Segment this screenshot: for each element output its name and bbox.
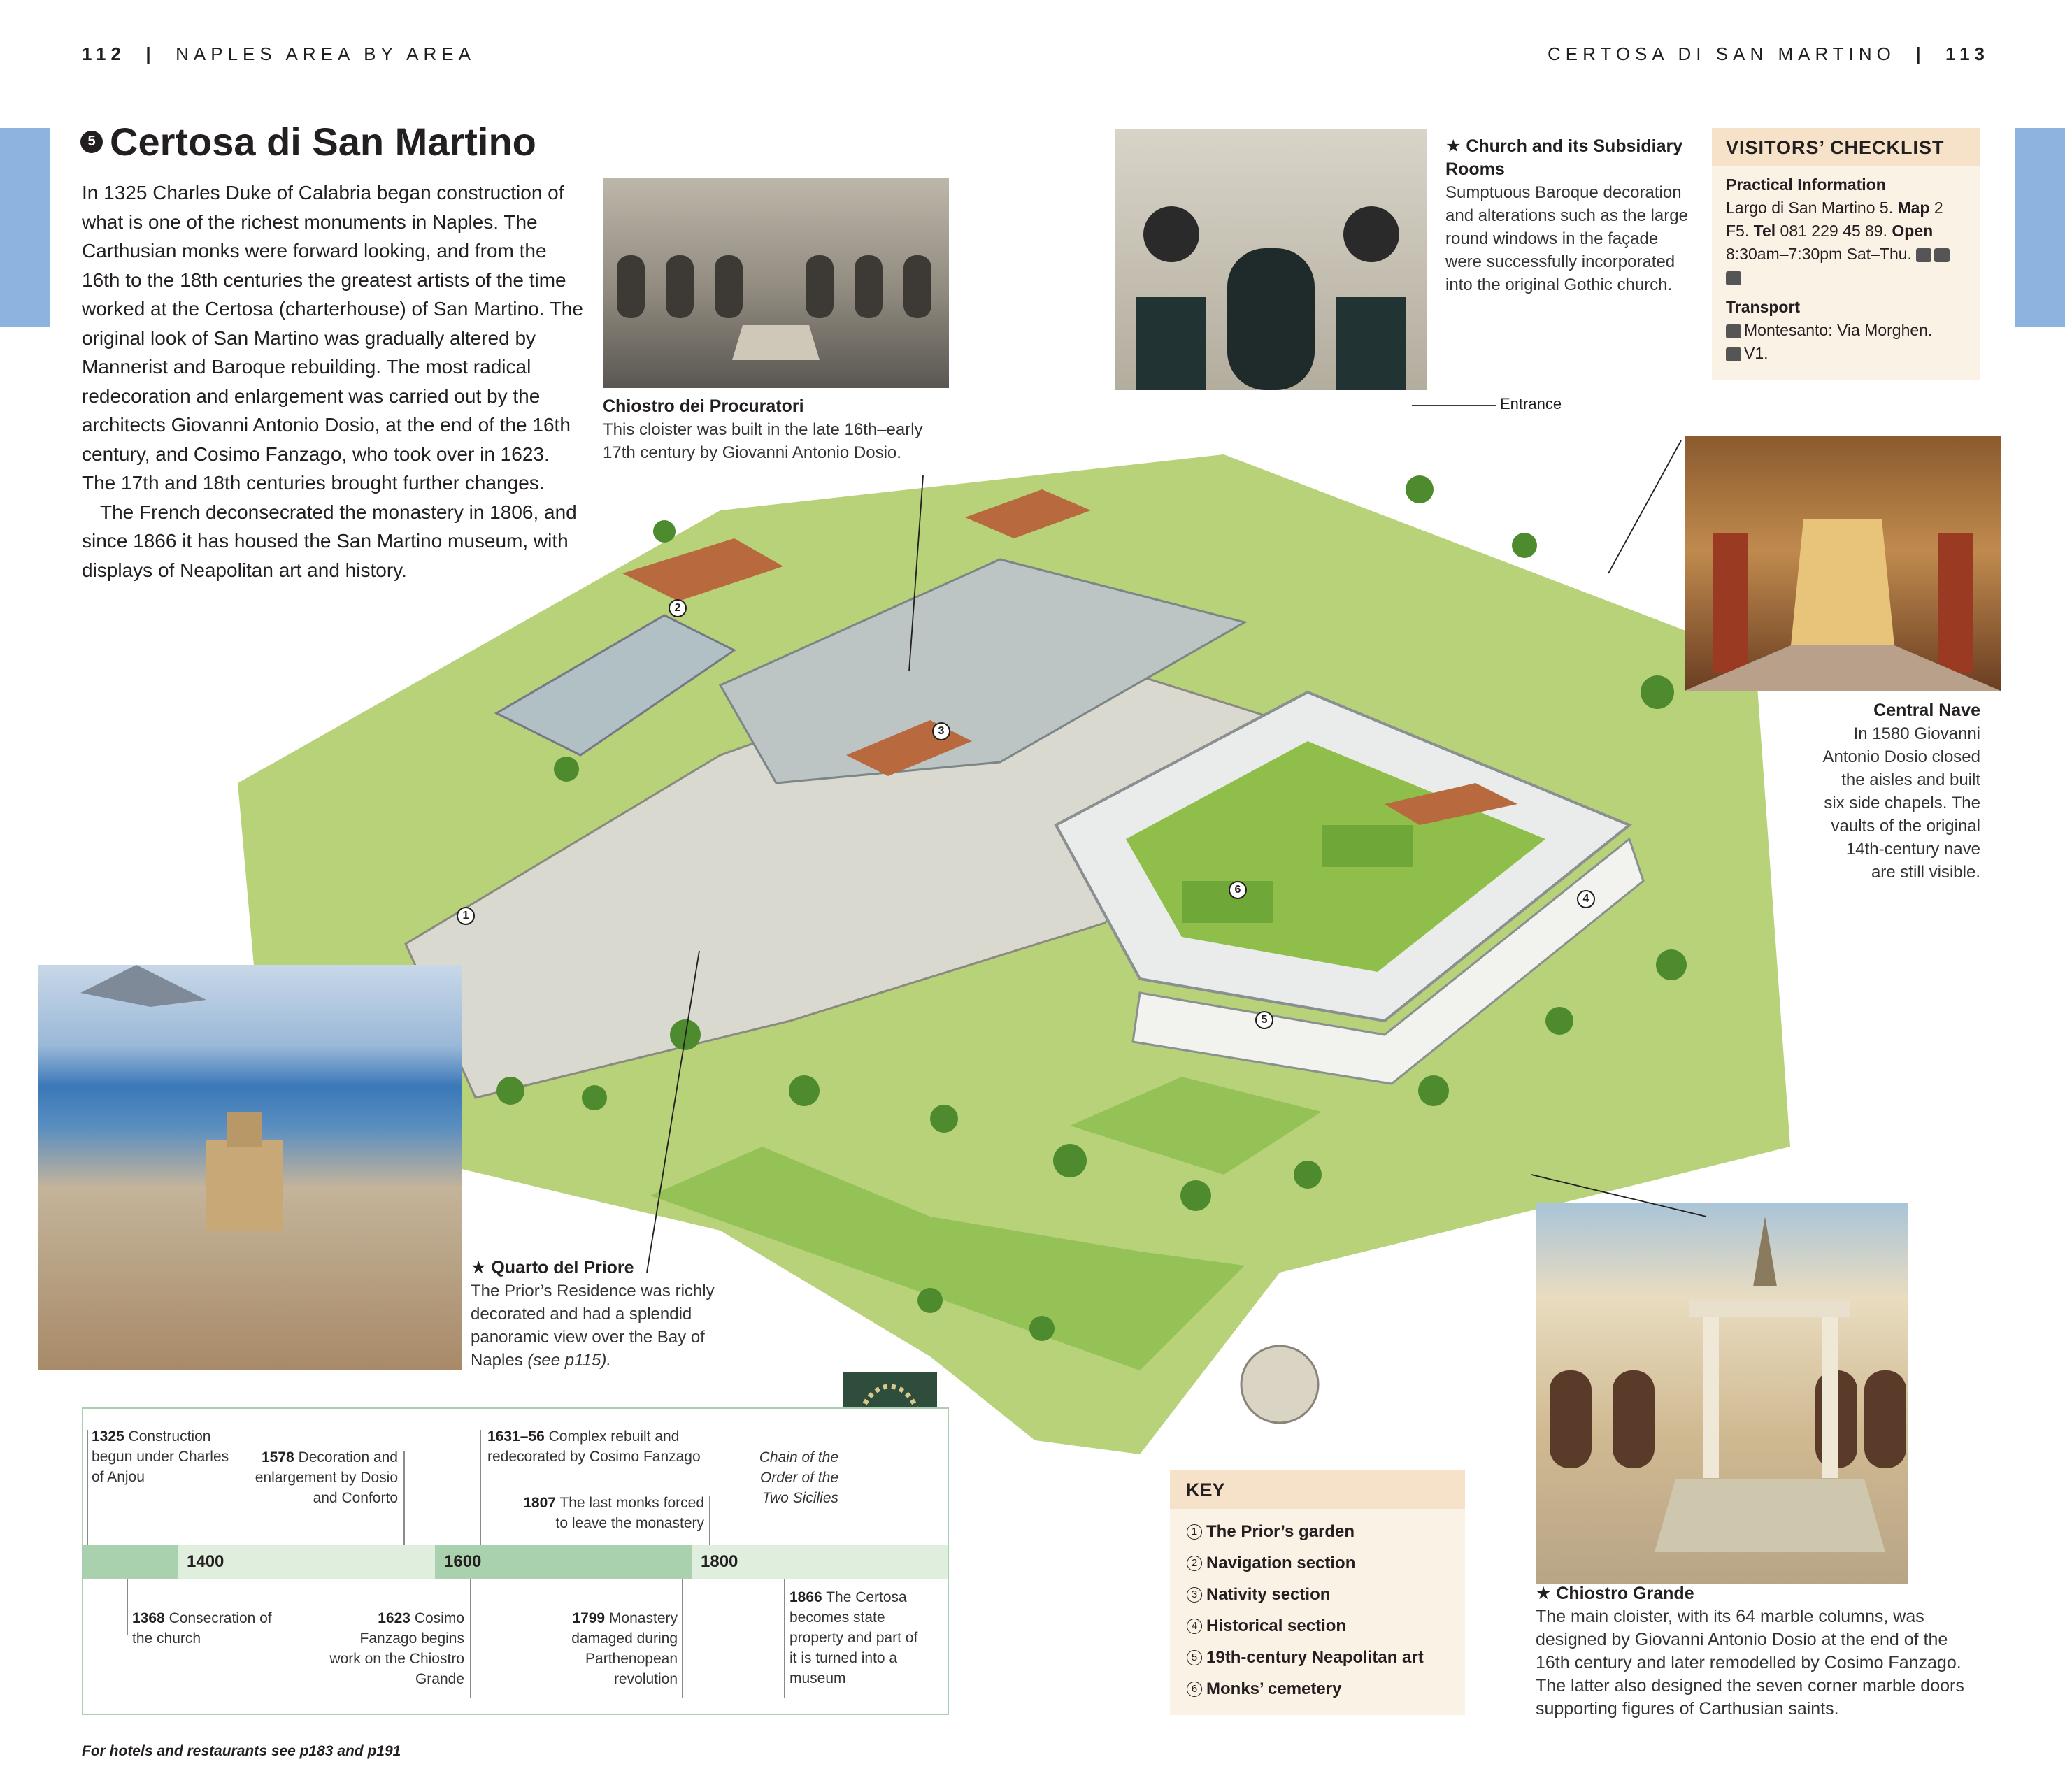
right-running-head: CERTOSA DI SAN MARTINO | 113: [1548, 43, 1989, 64]
history-timeline: 1400 1600 1800 1325 Construction begun u…: [82, 1407, 949, 1715]
timeline-event: 1866 The Certosa becomes state property …: [789, 1589, 918, 1686]
photo-bay-of-naples: [38, 965, 462, 1370]
illustration-marker-1: 1: [457, 907, 475, 925]
caption-church: ★ Church and its Subsidiary Rooms Sumptu…: [1445, 136, 1688, 294]
photo-church-facade: [1115, 129, 1427, 390]
photo-central-nave: [1685, 436, 2001, 691]
title-text: Certosa di San Martino: [110, 120, 536, 164]
footer-note: For hotels and restaurants see p183 and …: [82, 1743, 401, 1759]
wheelchair-access-icon: [1934, 248, 1950, 262]
label-entrance: Entrance: [1500, 395, 1562, 413]
toilets-icon: [1726, 271, 1741, 285]
metro-icon: [1726, 324, 1741, 338]
photo-chiostro-procuratori: [603, 178, 949, 388]
monastery-illustration: [238, 454, 1790, 1454]
left-thumb-tab: [0, 128, 50, 327]
timeline-event: 1623 Cosimo Fanzago begins work on the C…: [329, 1610, 464, 1687]
timeline-event: 1799 Monastery damaged during Parthenope…: [571, 1610, 678, 1687]
illustration-marker-2: 2: [669, 599, 687, 617]
illustration-marker-4: 4: [1577, 890, 1595, 908]
caption-central-nave: Central Nave In 1580 Giovanni Antonio Do…: [1822, 701, 1980, 882]
no-photography-icon: [1916, 248, 1932, 262]
bus-icon: [1726, 347, 1741, 361]
visitors-checklist: VISITORS’ CHECKLIST Practical Informatio…: [1712, 128, 1980, 380]
intro-paragraph-2: The French deconsecrated the monastery i…: [82, 501, 577, 581]
key-title: KEY: [1170, 1470, 1465, 1509]
caption-procuratori: Chiostro dei Procuratori This cloister w…: [603, 396, 923, 462]
timeline-event: 1368 Consecration of the church: [132, 1610, 272, 1647]
checklist-title: VISITORS’ CHECKLIST: [1712, 128, 1980, 166]
timeline-year: 1400: [187, 1552, 224, 1571]
illustration-marker-5: 5: [1255, 1011, 1273, 1029]
intro-paragraph-1: In 1325 Charles Duke of Calabria began c…: [82, 182, 583, 494]
timeline-bar: 1400 1600 1800: [83, 1545, 948, 1579]
page-title: 5 Certosa di San Martino: [80, 119, 536, 164]
intro-text: In 1325 Charles Duke of Calabria began c…: [82, 178, 585, 585]
timeline-year: 1800: [701, 1552, 738, 1571]
illustration-marker-3: 3: [932, 722, 950, 740]
caption-quarto-priore: ★ Quarto del Priore The Prior’s Residenc…: [471, 1258, 715, 1370]
illustration-marker-6: 6: [1229, 881, 1247, 899]
caption-chiostro-grande: ★ Chiostro Grande The main cloister, wit…: [1536, 1584, 1964, 1719]
timeline-event: 1807 The last monks forced to leave the …: [523, 1495, 704, 1531]
timeline-year: 1600: [444, 1552, 482, 1571]
entry-number: 5: [80, 130, 103, 153]
timeline-event: 1325 Construction begun under Charles of…: [92, 1428, 229, 1485]
right-thumb-tab: [2015, 128, 2065, 327]
left-running-head: 112 | NAPLES AREA BY AREA: [82, 43, 476, 64]
timeline-event: 1631–56 Complex rebuilt and redecorated …: [487, 1428, 701, 1465]
photo-chiostro-grande: [1536, 1203, 1908, 1584]
timeline-event: 1578 Decoration and enlargement by Dosio…: [255, 1449, 398, 1506]
chain-caption: Chain of the Order of the Two Sicilies: [759, 1449, 838, 1506]
